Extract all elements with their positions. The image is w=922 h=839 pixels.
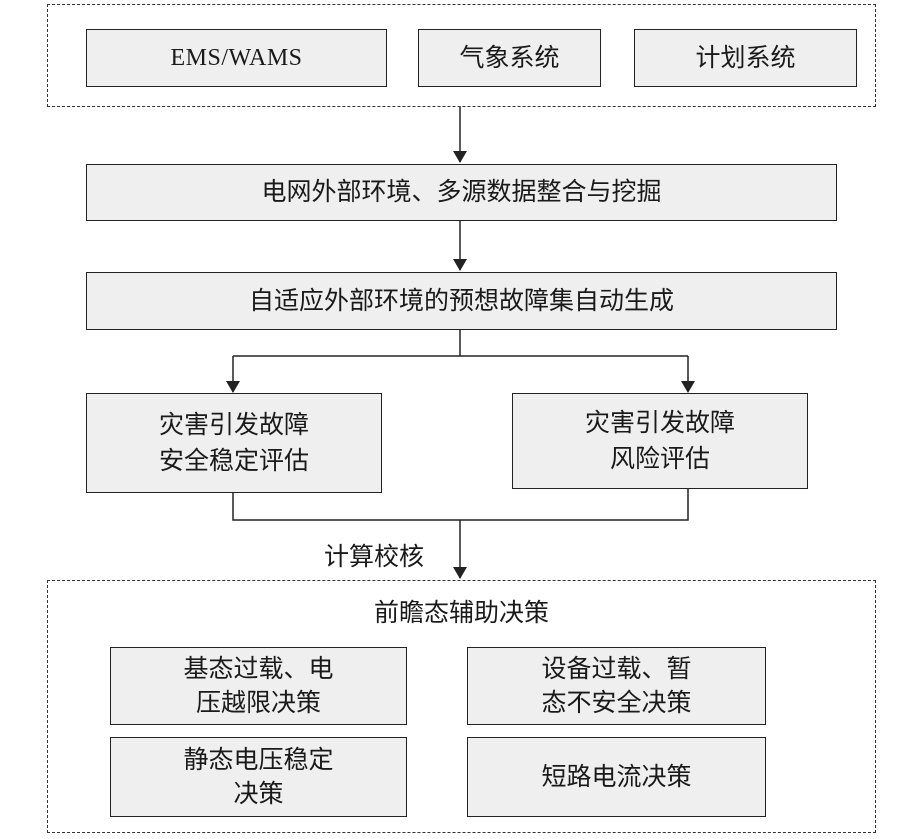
plan-system-label: 计划系统	[695, 42, 796, 72]
base-overload-line-2: 压越限决策	[195, 688, 321, 717]
voltage-stability-line-1: 静态电压稳定	[183, 745, 334, 775]
weather-system-box: 气象系统	[418, 29, 601, 87]
risk-line-1: 灾害引发故障	[584, 407, 735, 437]
ems-wams-box: EMS/WAMS	[86, 29, 387, 87]
short-circuit-decision-box: 短路电流决策	[467, 737, 766, 817]
short-circuit-label: 短路电流决策	[541, 761, 692, 791]
risk-line-2: 风险评估	[609, 444, 710, 473]
stability-line-2: 安全稳定评估	[158, 446, 309, 475]
integration-box: 电网外部环境、多源数据整合与挖掘	[86, 164, 837, 221]
decision-group	[47, 580, 876, 833]
stability-line-1: 灾害引发故障	[158, 409, 309, 439]
device-overload-decision-box: 设备过载、暂 态不安全决策	[467, 647, 766, 725]
sources-group	[47, 4, 876, 107]
ems-wams-label: EMS/WAMS	[170, 44, 303, 71]
base-overload-decision-box: 基态过载、电 压越限决策	[110, 647, 407, 725]
decision-title: 前瞻态辅助决策	[373, 598, 549, 627]
stability-assessment-box: 灾害引发故障 安全稳定评估	[86, 393, 382, 493]
integration-label: 电网外部环境、多源数据整合与挖掘	[261, 177, 662, 207]
calculation-check-label: 计算校核	[323, 542, 424, 571]
device-overload-line-1: 设备过载、暂	[541, 654, 692, 684]
plan-system-box: 计划系统	[634, 29, 857, 87]
base-overload-line-1: 基态过载、电	[183, 654, 334, 684]
weather-system-label: 气象系统	[459, 42, 560, 72]
voltage-stability-line-2: 决策	[233, 779, 284, 808]
fault-set-generation-label: 自适应外部环境的预想故障集自动生成	[248, 285, 674, 315]
split-connector	[233, 329, 688, 357]
fault-set-generation-box: 自适应外部环境的预想故障集自动生成	[86, 272, 837, 330]
risk-assessment-box: 灾害引发故障 风险评估	[512, 393, 808, 489]
device-overload-line-2: 态不安全决策	[541, 688, 692, 717]
voltage-stability-decision-box: 静态电压稳定 决策	[110, 737, 407, 817]
